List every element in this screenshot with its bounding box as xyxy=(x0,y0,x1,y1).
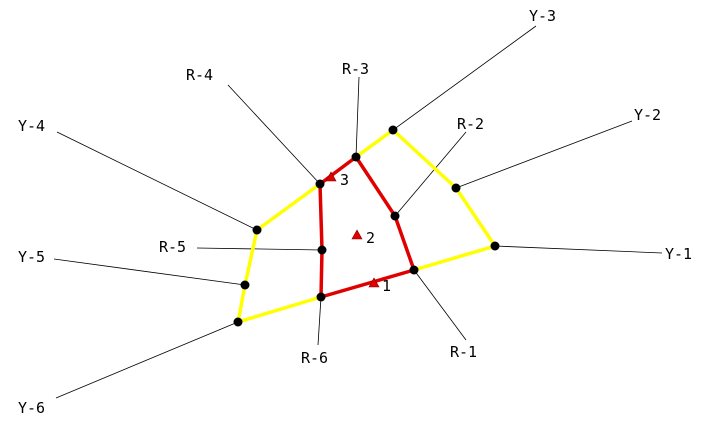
control-points xyxy=(233,125,500,327)
point-r-1 xyxy=(409,265,419,275)
point-y-6 xyxy=(233,317,243,327)
point-r-6 xyxy=(316,292,326,302)
leader-lines xyxy=(53,25,663,399)
label-y-6: Y-6 xyxy=(18,399,45,417)
leader-y-1 xyxy=(494,245,663,254)
leader-r-4 xyxy=(227,84,321,185)
label-y-2: Y-2 xyxy=(634,106,661,124)
point-y-1 xyxy=(490,241,500,251)
marker-label-1: 1 xyxy=(382,277,391,295)
point-y-5 xyxy=(240,280,250,290)
triangle-marker-3-icon xyxy=(325,171,337,182)
point-y-3 xyxy=(388,125,398,135)
marker-label-3: 3 xyxy=(340,171,349,189)
triangle-marker-2-icon xyxy=(351,229,363,240)
yellow-boundary-upper xyxy=(354,128,497,272)
label-y-5: Y-5 xyxy=(18,248,45,266)
leader-y-2 xyxy=(455,120,633,189)
label-r-6: R-6 xyxy=(301,349,328,367)
yellow-boundary-lower xyxy=(236,182,322,324)
leader-r-6 xyxy=(317,296,322,346)
triangle-markers xyxy=(325,171,380,288)
triangle-marker-1-icon xyxy=(368,277,380,288)
leader-r-2 xyxy=(394,131,467,217)
point-r-4 xyxy=(315,179,325,189)
point-labels: Y-1 Y-2 Y-3 Y-4 Y-5 Y-6 R-1 R-2 R-3 R-4 … xyxy=(18,7,692,417)
label-y-4: Y-4 xyxy=(18,117,45,135)
point-y-4 xyxy=(252,225,262,235)
leader-y-6 xyxy=(55,321,239,399)
label-y-3: Y-3 xyxy=(529,7,556,25)
point-y-2 xyxy=(451,183,461,193)
point-r-2 xyxy=(390,211,400,221)
point-r-3 xyxy=(351,152,361,162)
leader-y-5 xyxy=(53,258,246,286)
label-y-1: Y-1 xyxy=(665,245,692,263)
label-r-2: R-2 xyxy=(457,115,484,133)
marker-label-2: 2 xyxy=(366,229,375,247)
leader-r-5 xyxy=(196,247,323,251)
label-r-3: R-3 xyxy=(342,60,369,78)
label-r-1: R-1 xyxy=(450,343,477,361)
point-r-5 xyxy=(317,245,327,255)
leader-r-3 xyxy=(355,76,360,158)
leader-y-3 xyxy=(392,25,537,131)
label-r-5: R-5 xyxy=(159,238,186,256)
leader-y-4 xyxy=(56,131,258,231)
leader-r-1 xyxy=(413,269,467,341)
label-r-4: R-4 xyxy=(186,66,213,84)
